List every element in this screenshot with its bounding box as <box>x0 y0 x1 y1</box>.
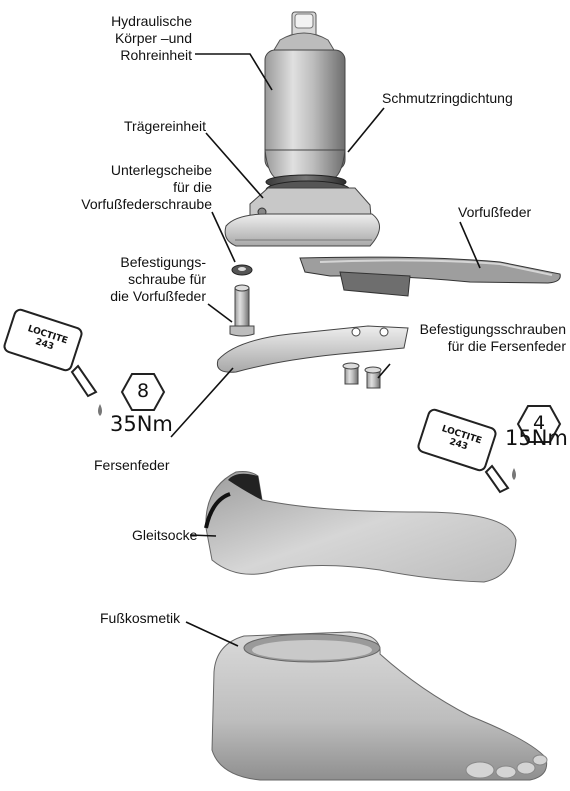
forefoot-spring <box>300 257 560 296</box>
heel-screws <box>343 363 381 388</box>
washer <box>232 265 252 275</box>
label-forefoot-screw: Befestigungs- schraube für die Vorfußfed… <box>60 254 206 305</box>
label-heel-screws: Befestigungsschrauben für die Fersenfede… <box>350 321 566 355</box>
label-foot-cosmetic: Fußkosmetik <box>100 610 180 627</box>
loctite-tube-left <box>3 308 102 416</box>
label-carrier-unit: Trägereinheit <box>60 118 206 135</box>
label-heel-spring: Fersenfeder <box>94 457 169 474</box>
label-sliding-sock: Gleitsocke <box>132 527 197 544</box>
carrier-unit <box>225 181 379 246</box>
hex-value-left: 8 <box>123 380 163 402</box>
label-dirt-seal: Schmutzringdichtung <box>382 90 513 107</box>
foot-cosmetic <box>212 632 547 780</box>
label-forefoot-spring: Vorfußfeder <box>458 204 531 221</box>
sliding-sock <box>206 472 516 583</box>
label-hydraulic-body: Hydraulische Körper –und Rohreinheit <box>60 13 192 64</box>
torque-value-left: 35Nm <box>110 412 173 436</box>
label-washer: Unterlegscheibe für die Vorfußfederschra… <box>40 162 212 213</box>
torque-value-right: 15Nm <box>505 426 568 450</box>
hydraulic-body-unit <box>265 12 345 180</box>
forefoot-screw <box>230 285 254 336</box>
